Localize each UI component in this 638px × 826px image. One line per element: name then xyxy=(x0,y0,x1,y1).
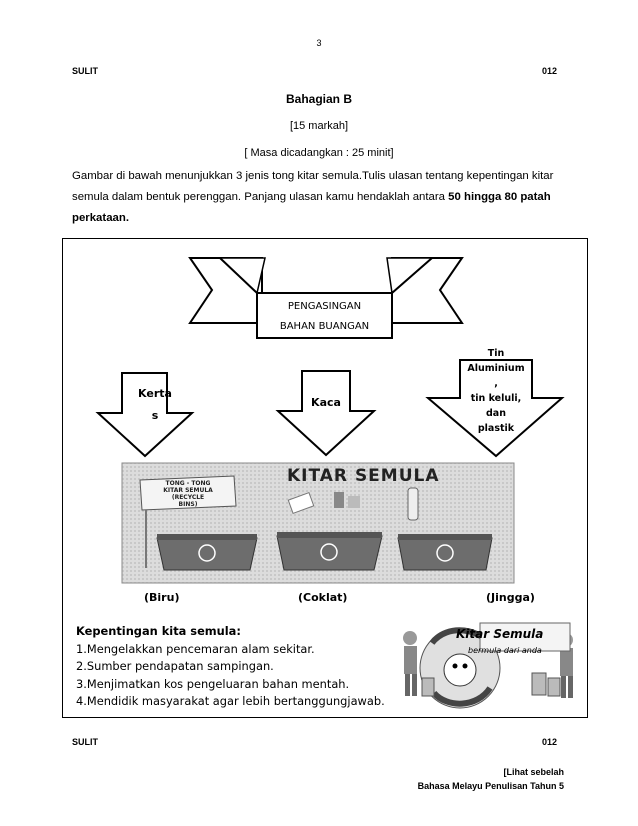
arrow-right-line-1: Tin xyxy=(487,348,505,359)
importance-list: Kepentingan kita semula: 1.Mengelakkan p… xyxy=(76,623,385,711)
logo-tagline: bermula dari anda xyxy=(468,646,542,655)
importance-item-1: 1.Mengelakkan pencemaran alam sekitar. xyxy=(76,641,315,656)
instructions-text: Gambar di bawah menunjukkan 3 jenis tong… xyxy=(72,170,554,203)
footer-note: [Lihat sebelah Bahasa Melayu Penulisan T… xyxy=(400,765,564,793)
logo-title: Kitar Semula xyxy=(456,627,544,641)
arrow-right-line-5: dan xyxy=(486,408,506,419)
arrow-right-line-4: tin keluli, xyxy=(470,393,522,404)
question-box xyxy=(62,238,588,718)
instructions-word-count: 50 hingga 80 patah perkataan. xyxy=(72,191,551,224)
poster-title: KITAR SEMULA xyxy=(287,466,440,486)
banner-text: PENGASINGAN BAHAN BUANGAN xyxy=(257,297,392,337)
recycling-diagram xyxy=(95,257,573,709)
instructions: Gambar di bawah menunjukkan 3 jenis tong… xyxy=(72,166,584,229)
sign-line-3: (RECYCLE xyxy=(171,494,205,501)
banner-line-1: PENGASINGAN xyxy=(287,301,362,312)
recycle-bins-poster xyxy=(121,462,515,584)
footer-note-line-2: Bahasa Melayu Penulisan Tahun 5 xyxy=(417,781,564,791)
page-number: 3 xyxy=(316,38,322,48)
bin-left-color: (Biru) xyxy=(144,591,180,604)
bin-right xyxy=(397,534,493,571)
arrow-right-line-6: plastik xyxy=(477,423,515,434)
sign-line-1: TONG - TONG xyxy=(165,480,211,487)
bin-middle xyxy=(276,532,383,571)
bin-left xyxy=(156,534,258,571)
arrow-glass xyxy=(275,370,377,457)
importance-title: Kepentingan kita semula: xyxy=(76,624,241,638)
header-classification: SULIT xyxy=(72,66,98,76)
sign-line-4: BINS) xyxy=(178,501,198,508)
section-title: Bahagian B xyxy=(285,92,352,106)
arrow-right-line-2: Aluminium xyxy=(467,363,525,374)
suggested-time: [ Masa dicadangkan : 25 minit] xyxy=(244,147,394,159)
arrow-left-label: Kerta s xyxy=(122,383,188,427)
footer-classification: SULIT xyxy=(72,737,98,747)
bin-middle-color: (Coklat) xyxy=(298,591,348,604)
banner-ribbon xyxy=(188,257,464,339)
importance-item-4: 4.Mendidik masyarakat agar lebih bertang… xyxy=(76,694,385,708)
arrow-right-line-3: , xyxy=(494,378,498,389)
arrow-left-line-2: s xyxy=(151,409,159,422)
footer-note-line-1: [Lihat sebelah xyxy=(503,767,564,777)
arrow-right-label: Tin Aluminium , tin keluli, dan plastik xyxy=(460,346,532,436)
arrow-left-line-1: Kerta xyxy=(138,387,172,400)
importance-item-2: 2.Sumber pendapatan sampingan. xyxy=(76,659,274,673)
kitar-semula-logo xyxy=(403,622,573,709)
arrow-metal-plastic xyxy=(425,359,565,458)
poster-sign-text: TONG - TONG KITAR SEMULA (RECYCLE BINS) xyxy=(142,480,234,508)
sign-line-2: KITAR SEMULA xyxy=(163,487,213,494)
arrow-middle-label: Kaca xyxy=(311,396,341,409)
importance-item-3: 3.Menjimatkan kos pengeluaran bahan ment… xyxy=(76,676,350,691)
banner-line-2: BAHAN BUANGAN xyxy=(279,321,370,332)
bin-right-color: (Jingga) xyxy=(486,591,535,604)
section-marks: [15 markah] xyxy=(289,120,349,132)
header-code: 012 xyxy=(542,66,558,76)
footer-code: 012 xyxy=(542,737,558,747)
arrow-paper xyxy=(95,372,195,458)
